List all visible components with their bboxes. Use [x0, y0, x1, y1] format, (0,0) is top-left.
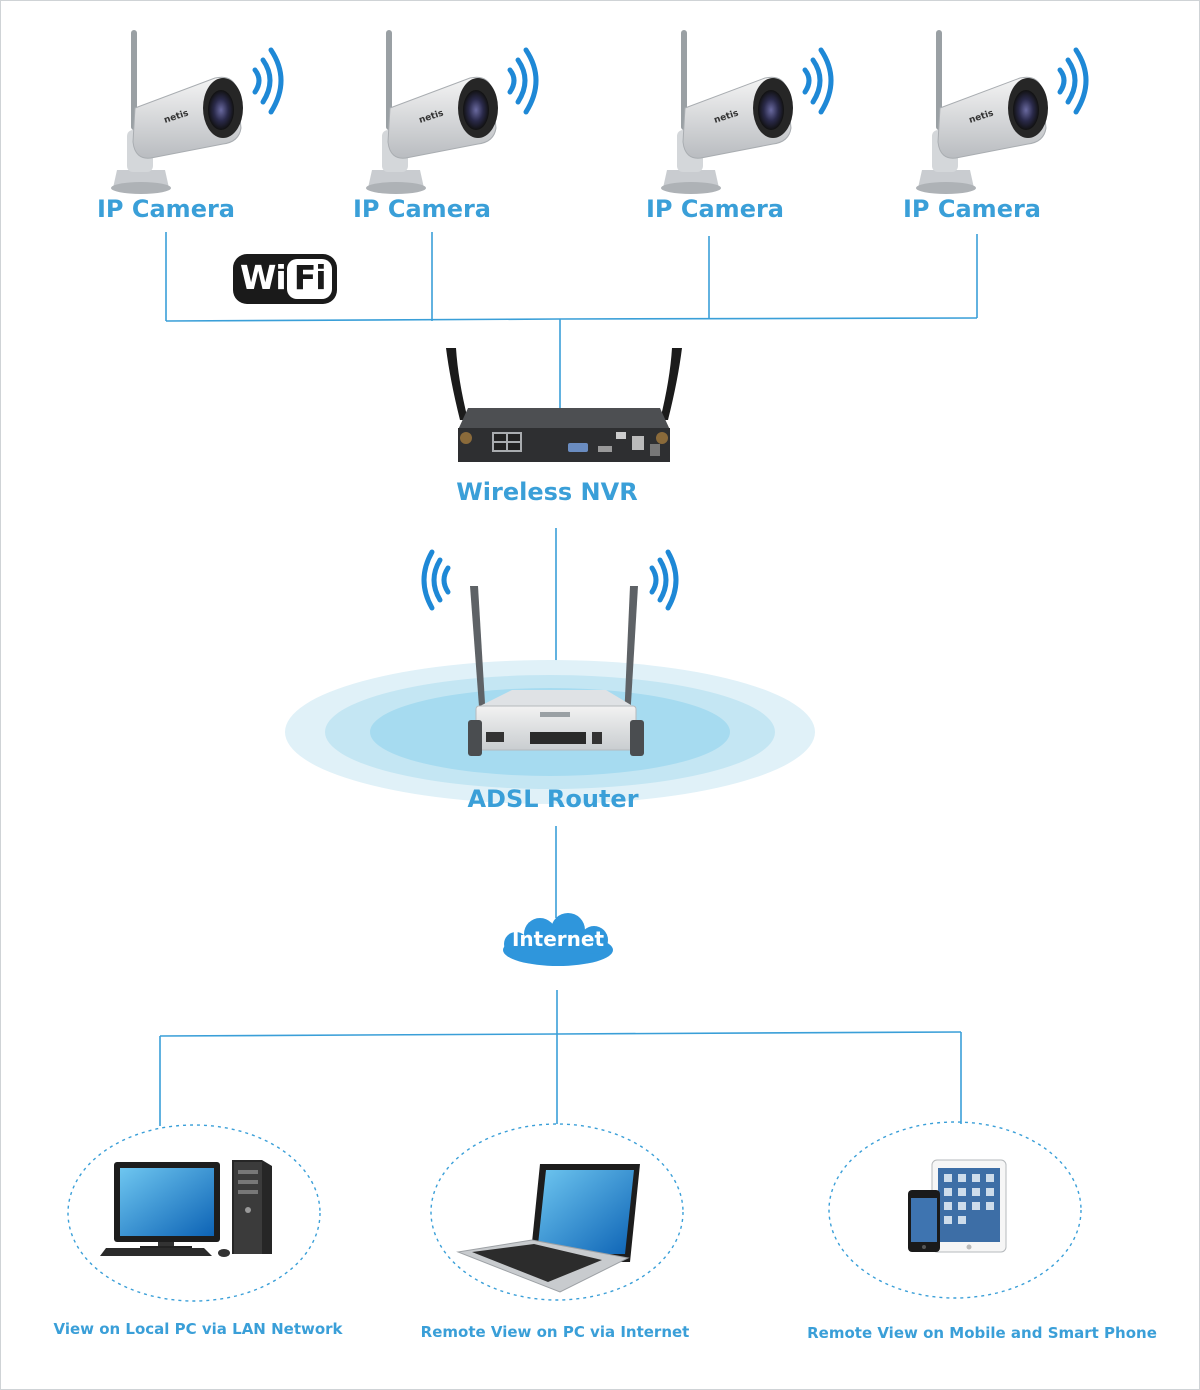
camera-1-label: IP Camera — [97, 195, 235, 223]
camera-bus-lines — [165, 232, 978, 408]
wireless-signal-icon — [802, 47, 834, 115]
camera-2-label: IP Camera — [353, 195, 491, 223]
view-mobile-label: Remote View on Mobile and Smart Phone — [807, 1324, 1157, 1342]
wireless-signal-icon — [507, 47, 539, 115]
nvr-device-icon — [446, 348, 682, 462]
adsl-router-icon — [468, 586, 644, 756]
view-bus-lines — [159, 990, 962, 1126]
view-remote-pc-label: Remote View on PC via Internet — [420, 1323, 690, 1341]
camera-1: netis — [111, 30, 284, 194]
remote-pc-outline — [430, 1123, 684, 1301]
camera-2: netis — [366, 30, 539, 194]
laptop-icon — [456, 1164, 640, 1293]
wireless-signal-icon — [1057, 47, 1089, 115]
camera-4: netis — [916, 30, 1089, 194]
view-local-pc-label: View on Local PC via LAN Network — [53, 1320, 343, 1338]
camera-3: netis — [661, 30, 834, 194]
desktop-pc-icon — [100, 1160, 272, 1257]
router-signal-left-icon — [421, 549, 451, 611]
ip-camera-icon: netis — [661, 30, 793, 194]
nvr-label: Wireless NVR — [456, 478, 638, 506]
camera-4-label: IP Camera — [903, 195, 1041, 223]
wireless-signal-icon — [252, 47, 284, 115]
mobile-outline — [828, 1121, 1082, 1299]
wifi-logo-wi: Wi — [240, 258, 287, 297]
internet-cloud-icon — [503, 913, 613, 966]
internet-label: Internet — [511, 927, 605, 951]
view-area-outlines — [67, 1121, 1082, 1302]
wifi-logo-fi: Fi — [293, 258, 327, 297]
tablet-phone-icon — [908, 1159, 1007, 1253]
ip-camera-icon: netis — [366, 30, 498, 194]
router-label: ADSL Router — [467, 785, 639, 813]
router-signal-right-icon — [649, 549, 679, 611]
ip-camera-icon: netis — [916, 30, 1048, 194]
local-pc-outline — [67, 1124, 321, 1302]
ip-camera-icon: netis — [111, 30, 243, 194]
camera-3-label: IP Camera — [646, 195, 784, 223]
wifi-logo-icon — [233, 254, 337, 304]
